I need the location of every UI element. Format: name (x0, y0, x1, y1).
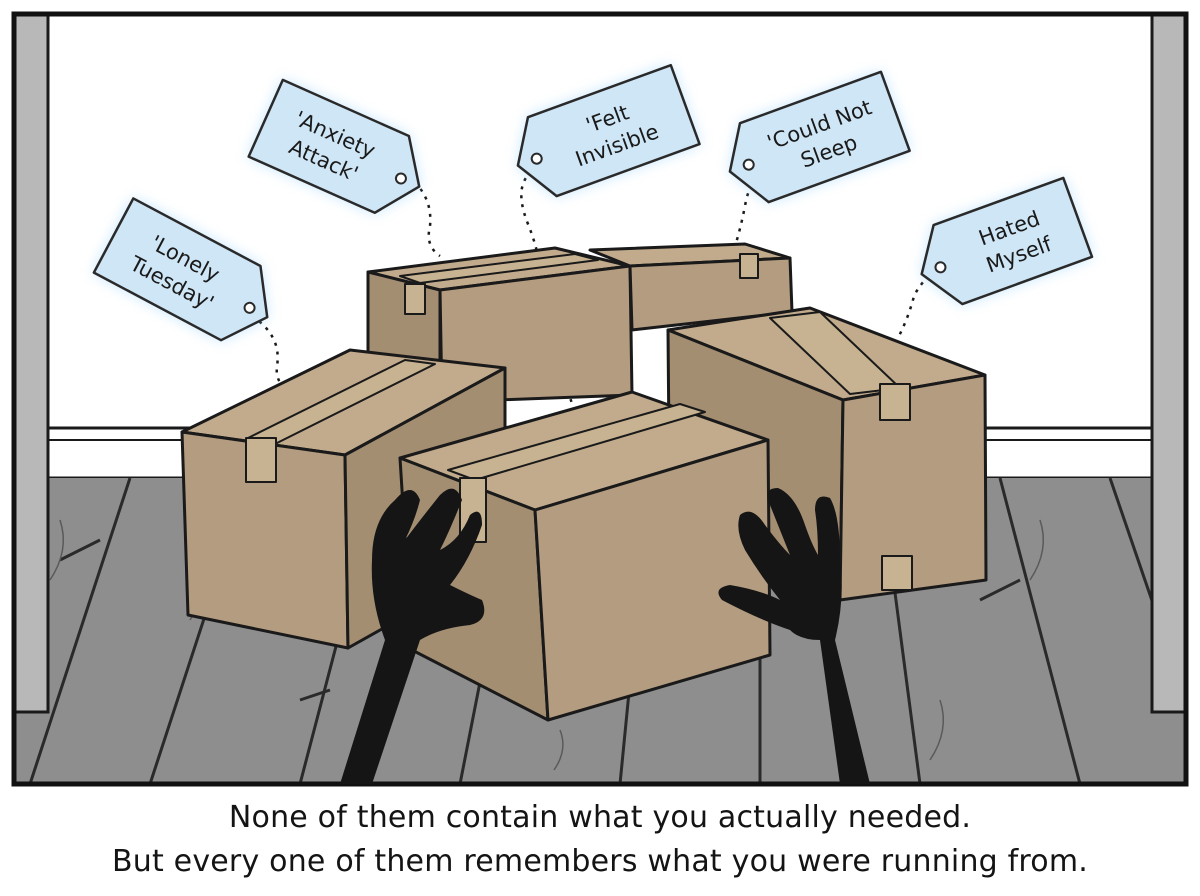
tag-felt-invisible: 'Felt Invisible (516, 63, 701, 198)
tag-hated-myself: Hated Myself (920, 176, 1094, 306)
panel-border (11, 11, 1189, 787)
caption-line-2: But every one of them remembers what you… (111, 844, 1089, 879)
box-back-right (588, 242, 794, 332)
door-frame-right (1150, 12, 1188, 714)
comic-panel: 'Lonely Tuesday' 'Anxiety Attack' 'Felt … (11, 11, 1189, 787)
shadow-hands (340, 488, 870, 784)
tag-anxiety-attack: 'Anxiety Attack' (247, 78, 421, 215)
tag-lonely-tuesday: 'Lonely Tuesday' (92, 197, 269, 342)
caption: None of them contain what you actually n… (0, 796, 1200, 896)
caption-line-1: None of them contain what you actually n… (228, 800, 972, 835)
door-frame-left (12, 12, 50, 714)
